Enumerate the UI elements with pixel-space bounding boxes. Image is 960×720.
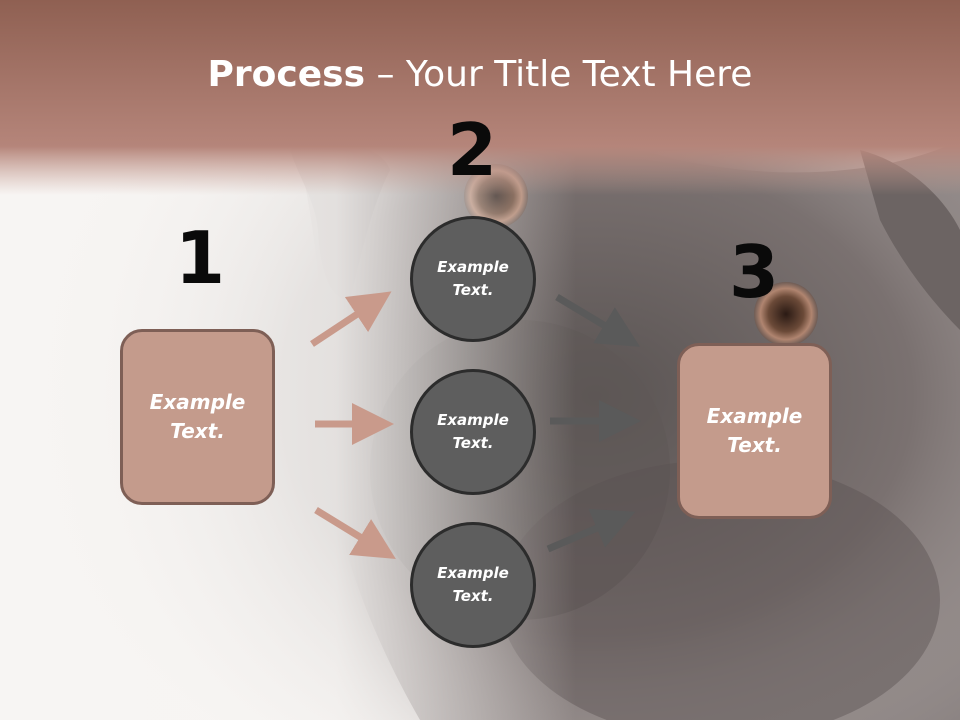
box-start-line2: Text. [170, 419, 225, 443]
process-circle-1[interactable]: Example Text. [410, 216, 536, 342]
slide-title: Process – Your Title Text Here [0, 52, 960, 98]
circle-1-line2: Text. [452, 281, 494, 299]
box-start-line1: Example [149, 390, 246, 414]
circle-1-line1: Example [437, 258, 509, 276]
circle-2-line2: Text. [452, 434, 494, 452]
process-box-end[interactable]: Example Text. [677, 343, 832, 519]
box-end-line1: Example [706, 404, 803, 428]
step-number-3: 3 [728, 230, 780, 314]
box-end-line2: Text. [727, 433, 782, 457]
circle-3-line1: Example [437, 564, 509, 582]
process-box-start[interactable]: Example Text. [120, 329, 275, 505]
process-circle-3[interactable]: Example Text. [410, 522, 536, 648]
title-bold: Process [207, 54, 366, 95]
process-circle-2[interactable]: Example Text. [410, 369, 536, 495]
step-number-1: 1 [174, 216, 226, 300]
circle-3-line2: Text. [452, 587, 494, 605]
circle-2-line1: Example [437, 411, 509, 429]
step-number-2: 2 [446, 108, 498, 192]
title-rest: – Your Title Text Here [365, 54, 753, 95]
